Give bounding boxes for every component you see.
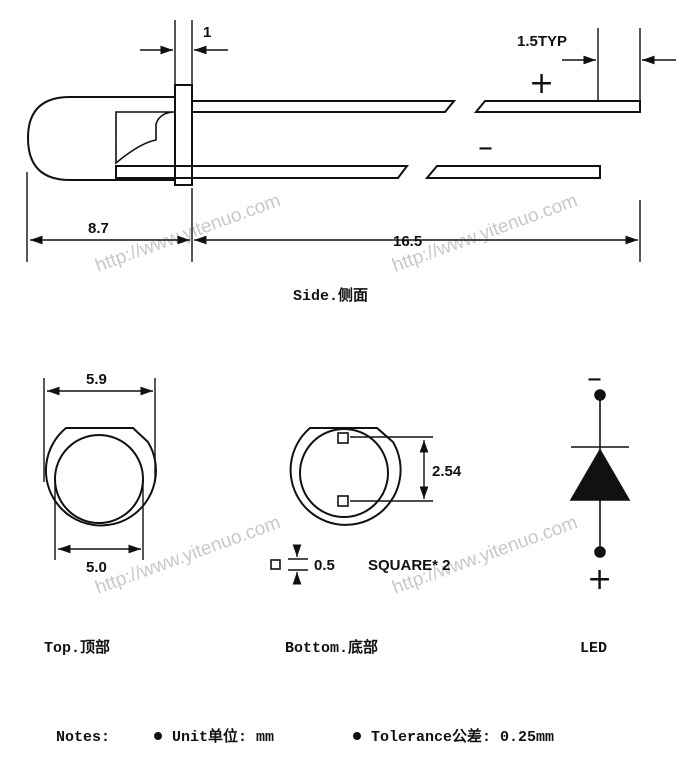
bottom-dimensions (288, 436, 433, 585)
anode-lead-right (473, 100, 641, 113)
pin-pitch-label: 2.54 (432, 463, 462, 480)
cathode-lead-right (424, 165, 601, 179)
pin-size-label: 0.5 (314, 557, 335, 574)
top-view (44, 427, 157, 527)
inner-diameter-label: 5.0 (86, 559, 107, 576)
internal-frame (115, 111, 176, 165)
pin-square-top (337, 432, 349, 444)
cathode-minus-symbol: – (478, 130, 493, 165)
anode-lead-left (192, 100, 457, 113)
watermark: http://www.yitenuo.com (93, 190, 284, 277)
tolerance-note: Tolerance公差: 0.25mm (371, 727, 554, 746)
body-length-label: 8.7 (88, 220, 109, 237)
led-symbol (569, 389, 631, 558)
top-outer-outline (44, 427, 157, 527)
bullet-icon (154, 732, 162, 740)
diode-triangle (569, 448, 631, 501)
lead-width-label: 1.5TYP (517, 33, 567, 50)
watermarks: http://www.yitenuo.com http://www.yitenu… (93, 190, 581, 599)
bottom-view (270, 427, 402, 570)
anode-plus-symbol: + (529, 66, 554, 101)
symbol-anode-plus: + (587, 562, 612, 597)
symbol-caption: LED (580, 640, 607, 657)
cathode-lead-left (115, 165, 409, 179)
side-caption: Side.侧面 (293, 286, 368, 305)
bottom-caption: Bottom.底部 (285, 638, 378, 657)
led-flange (174, 84, 193, 186)
watermark: http://www.yitenuo.com (390, 512, 581, 599)
led-dome (26, 96, 176, 181)
bullet-icon (353, 732, 361, 740)
bottom-inner-circle (299, 428, 389, 518)
side-dimensions (26, 20, 676, 262)
notes: Notes: Unit单位: mm Tolerance公差: 0.25mm (56, 727, 554, 746)
top-inner-circle (54, 434, 144, 524)
anode-dot (594, 546, 606, 558)
lead-spacing-label: 1 (203, 24, 211, 41)
symbol-cathode-minus: – (587, 361, 602, 396)
top-dimensions (43, 378, 156, 560)
cathode-dot (594, 389, 606, 401)
lead-length-label: 16.5 (393, 233, 422, 250)
bottom-outer-outline (289, 427, 402, 526)
pin-note: SQUARE* 2 (368, 557, 451, 574)
top-caption: Top.顶部 (44, 638, 110, 657)
pin-square-bottom (337, 495, 349, 507)
outer-diameter-label: 5.9 (86, 371, 107, 388)
watermark: http://www.yitenuo.com (93, 512, 284, 599)
pin-size-square (270, 559, 281, 570)
notes-label: Notes: (56, 729, 110, 746)
side-view (26, 84, 641, 186)
unit-note: Unit单位: mm (172, 727, 274, 746)
